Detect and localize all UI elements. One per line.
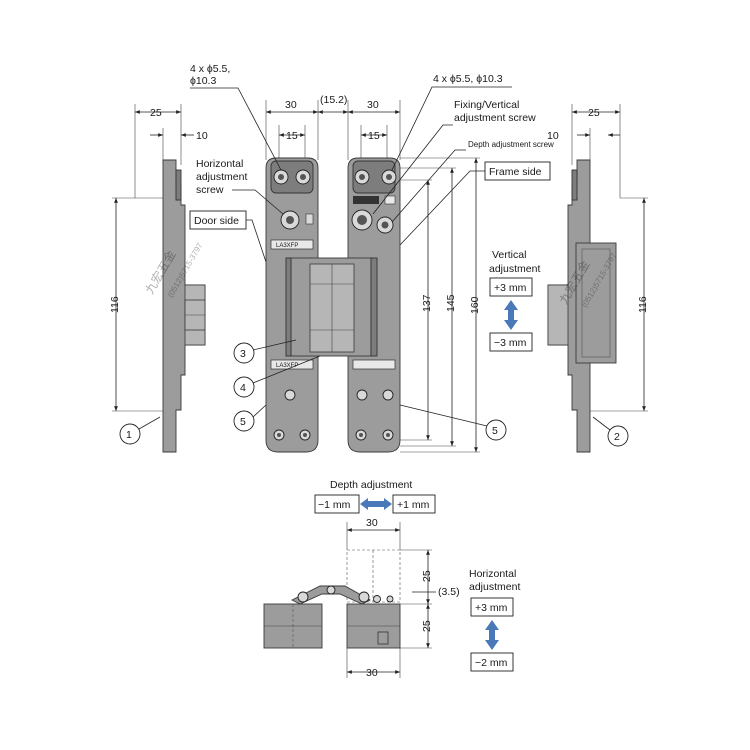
- dim-3-5: (3.5): [438, 586, 460, 598]
- dim-15-2: (15.2): [320, 94, 347, 106]
- label-holes-right: 4 x ϕ5.5, ϕ10.3: [433, 73, 503, 85]
- label-horizontal-1: Horizontal: [469, 568, 516, 580]
- callout-5b-label: 5: [492, 425, 498, 437]
- callout-3-label: 3: [240, 348, 246, 360]
- callout-5a-label: 5: [240, 416, 246, 428]
- dim-25-left: 25: [150, 107, 162, 119]
- dim-145: 145: [445, 294, 457, 312]
- dim-15-door: 15: [286, 130, 298, 142]
- label-vertical-plus: +3 mm: [494, 282, 527, 294]
- horizontal-arrow-icon: [485, 620, 499, 650]
- label-horizontal-plus: +3 mm: [475, 602, 508, 614]
- callouts-front: 3 4 5 5: [233, 339, 507, 441]
- callout-4-label: 4: [240, 382, 246, 394]
- label-depth-adj: Depth adjustment: [330, 479, 412, 491]
- dim-137: 137: [421, 294, 433, 312]
- dim-25-bottom-upper: 25: [421, 570, 433, 582]
- top-labels: 4 x ϕ5.5, ϕ10.3 4 x ϕ5.5, ϕ10.3 Fixing/V…: [189, 63, 554, 263]
- label-horizontal-minus: −2 mm: [475, 657, 508, 669]
- right-side-view: 25 10 116 2: [547, 104, 649, 453]
- door-side-view: 30 (15.2) 30 15 15 LA3XFP LA3XFP: [265, 94, 401, 453]
- label-depth-screw: Depth adjustment screw: [468, 140, 554, 149]
- label-fixing-1: Fixing/Vertical: [454, 99, 519, 111]
- horizontal-adjustment: Horizontal adjustment +3 mm −2 mm: [469, 568, 520, 672]
- label-vertical-2: adjustment: [489, 263, 540, 275]
- dim-10-left: 10: [196, 130, 208, 142]
- label-horiz-screw-2: adjustment: [196, 171, 247, 183]
- dim-116-left: 116: [109, 296, 121, 313]
- vertical-arrow-icon: [504, 300, 518, 330]
- depth-arrow-icon: [360, 498, 392, 510]
- dim-160: 160: [469, 296, 481, 314]
- left-side-view: 25 10 116 1: [109, 104, 208, 453]
- dim-116-right: 116: [637, 296, 649, 313]
- svg-text:LA3XFP: LA3XFP: [276, 243, 298, 249]
- label-horiz-screw-3: screw: [196, 184, 224, 196]
- label-vertical-minus: −3 mm: [494, 337, 527, 349]
- label-door-side: Door side: [194, 215, 239, 227]
- label-depth-minus: −1 mm: [318, 499, 351, 511]
- vertical-adjustment: Vertical adjustment +3 mm −3 mm: [489, 249, 540, 352]
- hinge-arm: [285, 257, 378, 357]
- callout-1: [119, 423, 141, 445]
- dim-15-frame: 15: [368, 130, 380, 142]
- label-horiz-screw-1: Horizontal: [196, 158, 243, 170]
- label-holes-left-1: 4 x ϕ5.5,: [190, 63, 230, 75]
- label-horizontal-2: adjustment: [469, 581, 520, 593]
- dim-30-frame: 30: [367, 99, 379, 111]
- callout-1-label: 1: [126, 429, 132, 441]
- dim-30-bottom: 30: [366, 667, 378, 679]
- dim-25-bottom-lower: 25: [421, 620, 433, 632]
- dim-10-right: 10: [547, 130, 559, 142]
- label-fixing-2: adjustment screw: [454, 112, 536, 124]
- label-vertical-1: Vertical: [492, 249, 526, 261]
- dim-30-door: 30: [285, 99, 297, 111]
- callout-2-label: 2: [614, 431, 620, 443]
- dim-25-right: 25: [588, 107, 600, 119]
- top-view-bottom: 30 25 25 (3.5) 30: [263, 517, 460, 679]
- svg-text:LA3XFP: LA3XFP: [276, 363, 298, 369]
- label-depth-plus: +1 mm: [397, 499, 430, 511]
- label-holes-left-2: ϕ10.3: [190, 75, 216, 87]
- depth-adjustment: Depth adjustment −1 mm +1 mm: [314, 479, 436, 514]
- label-frame-side: Frame side: [489, 166, 542, 178]
- dim-30-bottom-top: 30: [366, 517, 378, 529]
